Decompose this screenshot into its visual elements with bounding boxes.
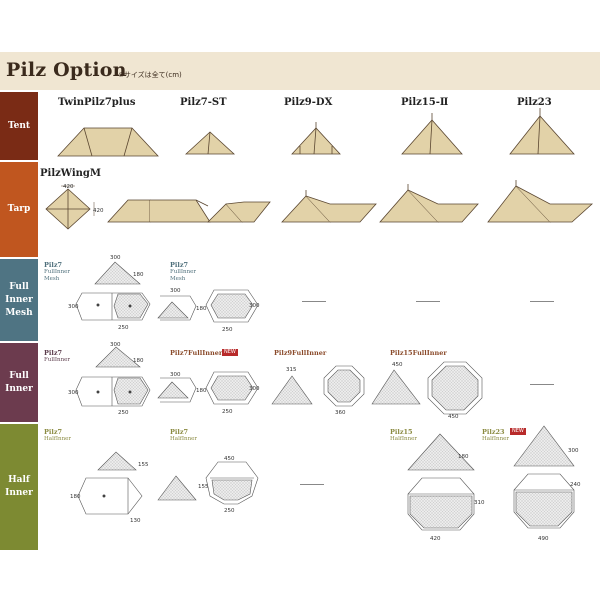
tarp-pilz9-icon (281, 190, 377, 223)
mesh-a-sub2: Mesh (44, 276, 60, 282)
half-d-sub: HalfInner (482, 436, 510, 442)
full-a-sub: FullInner (44, 357, 71, 363)
half-c-right: 310 (474, 500, 485, 506)
half-c-bottom: 420 (430, 536, 441, 542)
row-label-full-inner-mesh: Full Inner Mesh (0, 259, 38, 341)
mesh-b-drawing (157, 289, 259, 323)
half-a-name: Pilz7 (44, 428, 63, 436)
full-a-side: 180 (133, 358, 144, 364)
half-a-top: 155 (138, 462, 149, 468)
full-b-drawing (157, 371, 259, 405)
mesh-b-sub2: Mesh (170, 276, 186, 282)
half-c-drawing (407, 433, 475, 531)
mesh-a-sub1: FullInner (44, 269, 71, 275)
mesh-a-bottom: 250 (118, 325, 129, 331)
empty-cell-dash (300, 484, 324, 485)
half-d-name: Pilz23 (482, 428, 505, 436)
full-b-bottom: 250 (222, 409, 233, 415)
mesh-a-side: 180 (133, 272, 144, 278)
full-a-bottom: 250 (118, 410, 129, 416)
full-b-right: 300 (249, 386, 260, 392)
tent-pilz23-icon (509, 108, 575, 155)
full-d-drawing (371, 361, 483, 415)
half-b-name: Pilz7 (170, 428, 189, 436)
full-a-left: 300 (68, 390, 79, 396)
page-title: Pilz Option (6, 59, 127, 81)
mesh-a-left: 300 (68, 304, 79, 310)
half-c-sub: HalfInner (390, 436, 418, 442)
new-badge: NEW (222, 349, 238, 356)
col-pilz7-st: Pilz7-ST (180, 97, 227, 108)
half-d-bottom: 490 (538, 536, 549, 542)
half-d-right: 240 (570, 482, 581, 488)
empty-cell-dash (530, 384, 554, 385)
tarp-dim-h: 420 (93, 208, 104, 214)
full-c-bottom: 360 (335, 410, 346, 416)
size-note: ※サイズは全て(cm) (118, 71, 182, 79)
empty-cell-dash (416, 301, 440, 302)
full-c-name: Pilz9FullInner (274, 349, 327, 357)
col-pilz15: Pilz15-Ⅱ (401, 97, 449, 108)
mesh-b-sub1: FullInner (170, 269, 197, 275)
full-d-bottom: 450 (448, 414, 459, 420)
col-twinpilz7plus: TwinPilz7plus (58, 97, 136, 108)
row-label-full-inner: Full Inner (0, 343, 38, 422)
half-a-left: 180 (70, 494, 81, 500)
tarp-title: PilzWingM (40, 168, 101, 179)
half-b-drawing (157, 461, 259, 505)
tarp-pilz15-icon (379, 184, 479, 223)
empty-cell-dash (530, 301, 554, 302)
full-a-drawing (75, 346, 151, 407)
half-b-bottom: 250 (224, 508, 235, 514)
full-c-top: 315 (286, 367, 297, 373)
mesh-b-side: 180 (196, 306, 207, 312)
full-d-top: 450 (392, 362, 403, 368)
half-a-bottom: 130 (130, 518, 141, 524)
mesh-b-right: 300 (249, 303, 260, 309)
col-pilz9-dx: Pilz9-DX (284, 97, 333, 108)
tent-twinpilz7plus-icon (57, 127, 159, 157)
full-c-drawing (271, 365, 365, 407)
row-label-half-inner: Half Inner (0, 424, 38, 550)
col-pilz23: Pilz23 (517, 97, 552, 108)
new-badge-half: NEW (510, 428, 526, 435)
tarp-pilz7-icon (207, 201, 271, 223)
half-d-drawing (513, 425, 575, 529)
mesh-a-top: 300 (110, 255, 121, 261)
half-c-name: Pilz15 (390, 428, 413, 436)
tent-pilz15-icon (401, 113, 463, 155)
empty-cell-dash (302, 301, 326, 302)
tent-pilz9-dx-icon (291, 122, 341, 155)
full-a-top: 300 (110, 342, 121, 348)
half-a-drawing (77, 451, 143, 515)
mesh-a-name: Pilz7 (44, 261, 63, 269)
header-bar: Pilz Option ※サイズは全て(cm) (0, 52, 600, 90)
full-b-top: 300 (170, 372, 181, 378)
mesh-a-drawing (75, 261, 151, 321)
mesh-b-top: 300 (170, 288, 181, 294)
tent-pilz7-st-icon (184, 131, 236, 155)
row-label-tent: Tent (0, 92, 38, 160)
full-b-name: Pilz7FullInner (170, 349, 223, 357)
half-b-sub: HalfInner (170, 436, 198, 442)
tarp-twin-icon (107, 199, 211, 223)
mesh-b-name: Pilz7 (170, 261, 189, 269)
tarp-pilz23-icon (487, 180, 594, 223)
half-d-side: 300 (568, 448, 579, 454)
mesh-b-bottom: 250 (222, 327, 233, 333)
full-a-name: Pilz7 (44, 349, 63, 357)
full-d-name: Pilz15FullInner (390, 349, 447, 357)
tarp-diagram-diamond (45, 185, 95, 230)
row-label-tarp: Tarp (0, 162, 38, 257)
half-c-side: 180 (458, 454, 469, 460)
half-b-top: 450 (224, 456, 235, 462)
half-a-sub: HalfInner (44, 436, 72, 442)
tarp-dim-w: 420 (63, 184, 74, 190)
full-b-side: 180 (196, 388, 207, 394)
half-b-side: 155 (198, 484, 209, 490)
